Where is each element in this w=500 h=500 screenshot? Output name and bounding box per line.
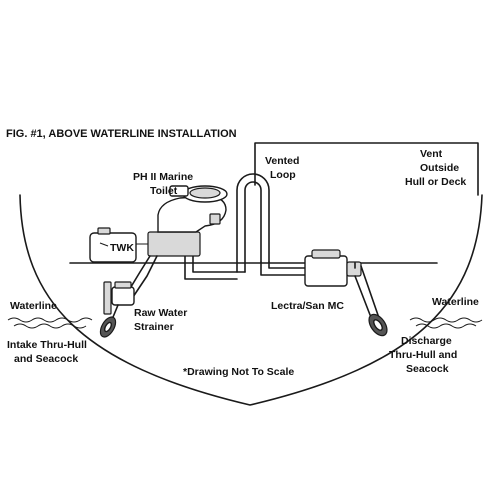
twk-tank — [89, 227, 137, 263]
vented-loop — [236, 173, 270, 273]
vent-label-line3: Hull or Deck — [405, 176, 466, 188]
lectra-san-label: Lectra/San MC — [271, 300, 344, 312]
intake-seacock — [99, 316, 117, 338]
intake-label-line1: Intake Thru-Hull — [7, 339, 87, 351]
twk-leader — [99, 242, 109, 247]
discharge-seacock — [368, 313, 388, 337]
toilet-assembly — [136, 185, 228, 257]
twk-label: TWK — [110, 242, 134, 254]
strainer-label-line1: Raw Water — [134, 307, 187, 319]
intake-label-line2: and Seacock — [14, 353, 78, 365]
vent-line — [254, 142, 479, 196]
discharge-hose — [354, 262, 373, 321]
waterline-right-waves — [409, 317, 483, 329]
discharge-hose-2 — [360, 265, 380, 319]
loop-to-lectrasan-hose-2 — [268, 261, 306, 269]
discharge-label-line2: Thru-Hull and — [389, 349, 457, 361]
hull-outline — [19, 194, 483, 406]
discharge-label-line1: Discharge — [401, 335, 452, 347]
toilet-label-line1: PH II Marine — [133, 171, 193, 183]
toilet-label-line2: Toilet — [150, 185, 178, 197]
vented-loop-label-line2: Loop — [270, 169, 296, 181]
intake-hose-2 — [128, 255, 158, 304]
discharge-label-line3: Seacock — [406, 363, 449, 375]
scale-note: *Drawing Not To Scale — [183, 366, 294, 378]
vent-label-line2: Outside — [420, 162, 459, 174]
waterline-left-label: Waterline — [10, 300, 57, 312]
vented-loop-label-line1: Vented — [265, 155, 299, 167]
waterline-right-label: Waterline — [432, 296, 479, 308]
figure-title: FIG. #1, ABOVE WATERLINE INSTALLATION — [6, 128, 237, 140]
raw-water-strainer — [103, 281, 135, 315]
lectra-san-unit — [304, 249, 362, 287]
loop-to-lectrasan-hose — [260, 261, 306, 276]
waterline-left-waves — [7, 317, 93, 329]
vent-label-line1: Vent — [420, 148, 443, 160]
strainer-label-line2: Strainer — [134, 321, 174, 333]
